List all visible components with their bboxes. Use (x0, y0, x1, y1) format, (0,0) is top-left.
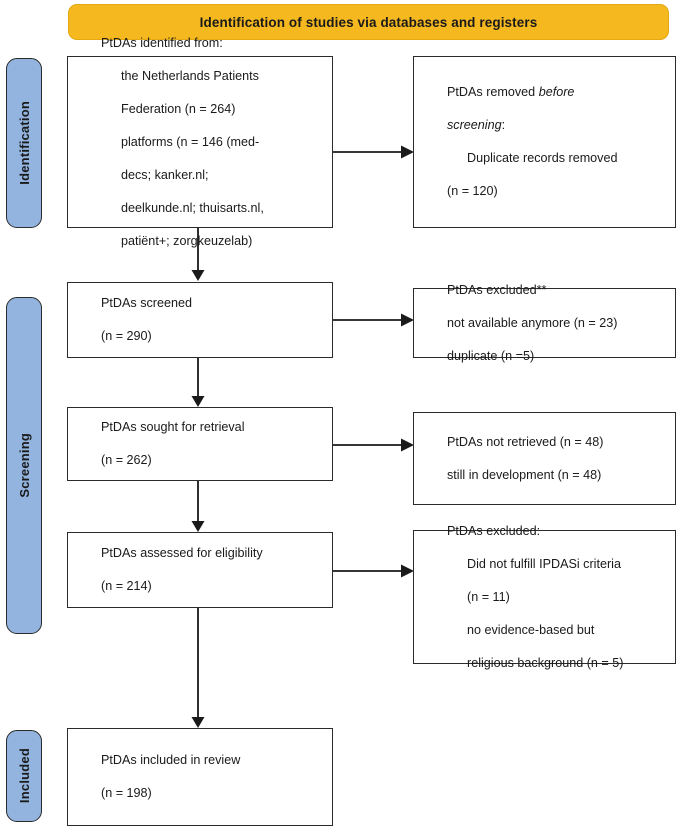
box-ptdas-excluded-screening: PtDAs excluded** not available anymore (… (413, 283, 676, 363)
assessed-line-1: PtDAs assessed for eligibility (101, 546, 263, 561)
excluded-screening-line-1: PtDAs excluded** (447, 282, 547, 297)
assessed-line-2: (n = 214) (101, 579, 152, 594)
included-line-2: (n = 198) (101, 786, 152, 801)
box-ptdas-removed-before-screening: PtDAs removed before screening: Duplicat… (413, 56, 676, 228)
excluded-eligibility-line-2: Did not fulfill IPDASi criteria (467, 556, 621, 571)
box-ptdas-assessed-eligibility: PtDAs assessed for eligibility (n = 214) (67, 532, 333, 608)
removed-line-1-italic: before (538, 85, 575, 100)
excluded-screening-line-3: duplicate (n =5) (447, 348, 535, 363)
stage-tab-screening: Screening (6, 297, 42, 634)
sought-line-1: PtDAs sought for retrieval (101, 420, 245, 435)
box-ptdas-screened: PtDAs screened (n = 290) (67, 282, 333, 358)
box-ptdas-sought-retrieval: PtDAs sought for retrieval (n = 262) (67, 407, 333, 481)
stage-tab-screening-label: Screening (16, 433, 32, 498)
box-ptdas-excluded-eligibility-text: PtDAs excluded: Did not fulfill IPDASi c… (414, 506, 675, 687)
box-ptdas-excluded-eligibility: PtDAs excluded: Did not fulfill IPDASi c… (413, 524, 676, 670)
identified-line-2: the Netherlands Patients (121, 68, 259, 83)
arrow-assessed-to-included (188, 608, 208, 729)
identified-line-1: PtDAs identified from: (101, 35, 223, 50)
excluded-eligibility-line-4: no evidence-based but (467, 622, 595, 637)
box-ptdas-assessed-eligibility-text: PtDAs assessed for eligibility (n = 214) (68, 529, 332, 611)
excluded-eligibility-line-3: (n = 11) (467, 589, 510, 604)
stage-tab-included: Included (6, 730, 42, 822)
arrow-assessed-to-excluded (333, 562, 415, 580)
excluded-eligibility-line-1: PtDAs excluded: (447, 523, 541, 538)
removed-line-2-post: : (501, 118, 506, 133)
box-ptdas-screened-text: PtDAs screened (n = 290) (68, 279, 332, 361)
stage-tab-included-label: Included (16, 748, 32, 804)
excluded-eligibility-line-5: religious background (n = 5) (467, 655, 624, 670)
arrow-screened-to-excluded (333, 311, 415, 329)
box-ptdas-removed-text: PtDAs removed before screening: Duplicat… (414, 68, 675, 216)
arrow-sought-to-assessed (188, 481, 208, 533)
arrow-identified-to-screened (188, 228, 208, 282)
screened-line-2: (n = 290) (101, 329, 152, 344)
identified-line-3: Federation (n = 264) (121, 101, 236, 116)
arrow-screened-to-sought (188, 358, 208, 408)
removed-line-4: (n = 120) (447, 184, 498, 199)
arrow-sought-to-not-retrieved (333, 436, 415, 454)
phase-banner-identification: Identification of studies via databases … (68, 4, 669, 40)
box-ptdas-sought-retrieval-text: PtDAs sought for retrieval (n = 262) (68, 403, 332, 485)
screened-line-1: PtDAs screened (101, 296, 192, 311)
phase-banner-label: Identification of studies via databases … (199, 14, 538, 30)
box-ptdas-not-retrieved: PtDAs not retrieved (n = 48) still in de… (413, 412, 676, 505)
box-ptdas-identified-text: PtDAs identified from: the Netherlands P… (68, 18, 332, 265)
stage-tab-identification-label: Identification (16, 101, 32, 185)
not-retrieved-line-1: PtDAs not retrieved (n = 48) (447, 434, 604, 449)
excluded-screening-line-2: not available anymore (n = 23) (447, 315, 618, 330)
not-retrieved-line-2: still in development (n = 48) (447, 467, 602, 482)
identified-line-7: patiënt+; zorgkeuzelab) (121, 233, 253, 248)
box-ptdas-included-review: PtDAs included in review (n = 198) (67, 728, 333, 826)
box-ptdas-excluded-screening-text: PtDAs excluded** not available anymore (… (414, 265, 675, 380)
removed-line-1-pre: PtDAs removed (447, 85, 539, 100)
identified-line-5: decs; kanker.nl; (121, 167, 209, 182)
identified-line-4: platforms (n = 146 (med- (121, 134, 260, 149)
identified-line-6: deelkunde.nl; thuisarts.nl, (121, 200, 264, 215)
included-line-1: PtDAs included in review (101, 753, 241, 768)
arrow-identified-to-removed (333, 143, 415, 161)
removed-line-3: Duplicate records removed (467, 151, 618, 166)
box-ptdas-identified: PtDAs identified from: the Netherlands P… (67, 36, 333, 248)
removed-line-2-italic: screening (447, 118, 502, 133)
box-ptdas-included-review-text: PtDAs included in review (n = 198) (68, 736, 332, 818)
box-ptdas-not-retrieved-text: PtDAs not retrieved (n = 48) still in de… (414, 417, 675, 499)
stage-tab-identification: Identification (6, 58, 42, 228)
sought-line-2: (n = 262) (101, 453, 152, 468)
